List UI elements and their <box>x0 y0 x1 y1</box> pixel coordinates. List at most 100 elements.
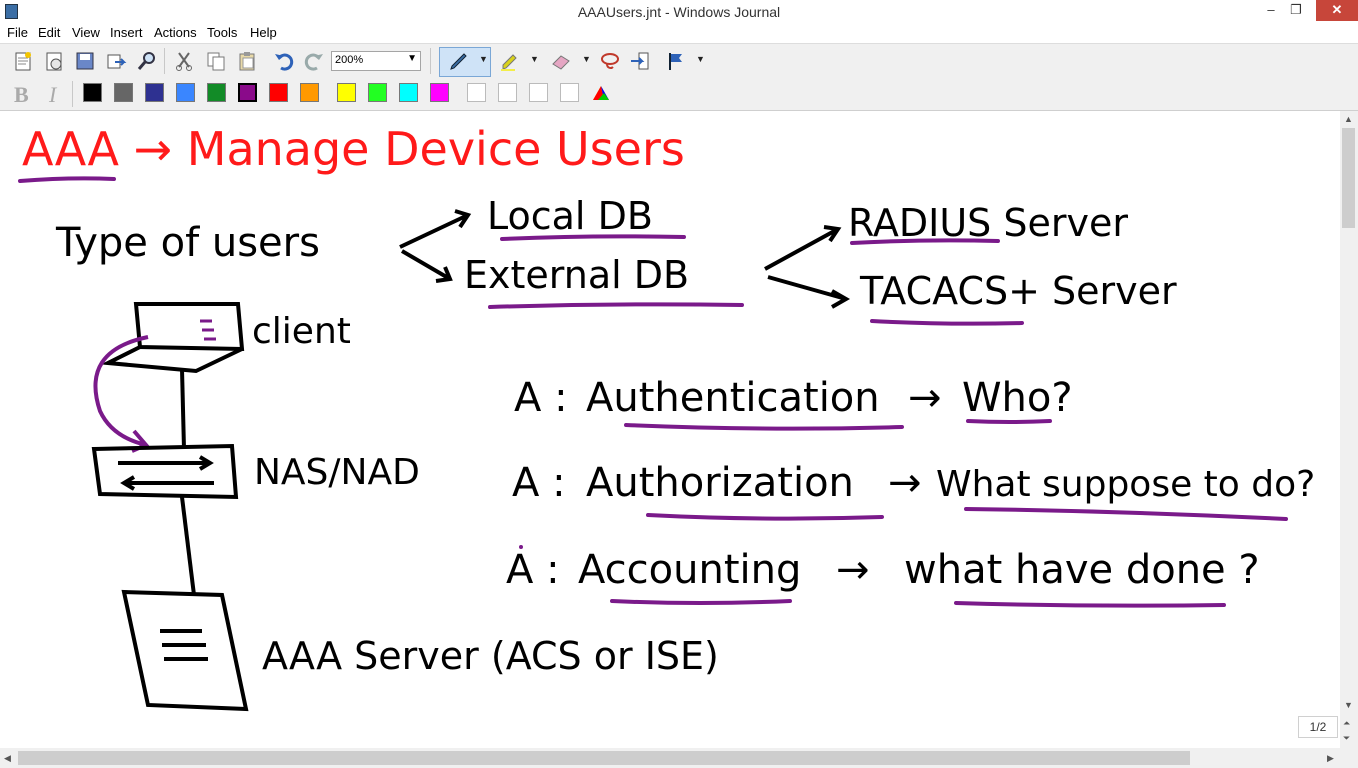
pen-dropdown-icon[interactable]: ▼ <box>479 54 488 64</box>
authorization-letter: A : <box>512 460 566 506</box>
menu-help[interactable]: Help <box>250 25 277 40</box>
accounting-word: Accounting <box>578 547 801 593</box>
color-swatch-gray[interactable] <box>114 83 133 102</box>
color-swatch-blue[interactable] <box>176 83 195 102</box>
menu-file[interactable]: File <box>7 25 28 40</box>
authorization-arrow: → <box>888 460 922 506</box>
external-db-underline <box>488 302 744 309</box>
color-swatch-red[interactable] <box>269 83 288 102</box>
flag-icon[interactable] <box>665 50 687 72</box>
what-suppose-underline <box>964 507 1288 521</box>
journal-app-icon <box>5 4 18 19</box>
custom-swatch-3[interactable] <box>529 83 548 102</box>
note-title: AAA → Manage Device Users <box>22 122 685 176</box>
chevron-down-icon: ▼ <box>407 53 417 64</box>
highlighter-icon[interactable] <box>499 50 521 72</box>
close-button[interactable]: ✕ <box>1316 0 1358 21</box>
menu-edit[interactable]: Edit <box>38 25 61 40</box>
color-swatch-black[interactable] <box>83 83 102 102</box>
vertical-scrollbar[interactable] <box>1340 111 1358 748</box>
local-db-label: Local DB <box>487 194 653 238</box>
accounting-question: what have done ? <box>904 547 1260 593</box>
nas-device-icon <box>91 443 239 500</box>
eraser-icon[interactable] <box>550 50 572 72</box>
scroll-down-icon[interactable]: ▼ <box>1344 700 1353 710</box>
menu-actions[interactable]: Actions <box>154 25 197 40</box>
what-have-done-underline <box>954 601 1226 608</box>
arrow-to-external <box>400 249 453 283</box>
nas-label: NAS/NAD <box>254 452 420 493</box>
radius-underline <box>850 238 1000 245</box>
accounting-underline <box>610 599 792 605</box>
save-icon[interactable] <box>74 50 96 72</box>
italic-button[interactable]: I <box>49 82 57 107</box>
open-icon[interactable] <box>43 50 65 72</box>
scroll-right-icon[interactable]: ▶ <box>1327 753 1334 763</box>
color-picker-icon[interactable] <box>590 82 612 104</box>
next-page-icon[interactable]: ⏷ <box>1343 733 1351 743</box>
custom-swatch-2[interactable] <box>498 83 517 102</box>
authorization-word: Authorization <box>586 460 854 506</box>
color-swatch-magenta[interactable] <box>430 83 449 102</box>
highlighter-dropdown-icon[interactable]: ▼ <box>530 54 539 64</box>
arrow-to-local <box>399 209 472 249</box>
color-swatch-orange[interactable] <box>300 83 319 102</box>
flag-dropdown-icon[interactable]: ▼ <box>696 54 705 64</box>
authentication-underline <box>624 423 904 431</box>
format-toolbar: B I <box>0 77 1358 111</box>
horizontal-scroll-thumb[interactable] <box>18 751 1190 765</box>
external-db-label: External DB <box>464 253 689 297</box>
lasso-icon[interactable] <box>599 50 621 72</box>
color-swatch-yellow[interactable] <box>337 83 356 102</box>
client-laptop-icon <box>100 302 245 374</box>
who-underline <box>966 419 1052 424</box>
color-swatch-cyan[interactable] <box>399 83 418 102</box>
zoom-select[interactable]: 200% ▼ <box>331 51 421 71</box>
cut-icon[interactable] <box>173 50 195 72</box>
minimize-button[interactable]: – <box>1267 2 1275 17</box>
scroll-left-icon[interactable]: ◀ <box>4 753 11 763</box>
menu-tools[interactable]: Tools <box>207 25 238 40</box>
scroll-up-icon[interactable]: ▲ <box>1344 114 1353 124</box>
ink-dot <box>519 545 523 549</box>
custom-swatch-4[interactable] <box>560 83 579 102</box>
pen-tool-button[interactable] <box>439 47 491 77</box>
bold-button[interactable]: B <box>14 82 29 107</box>
arrow-to-tacacs <box>767 275 851 309</box>
window-title: AAAUsers.jnt - Windows Journal <box>577 4 781 20</box>
link-nas-server <box>180 496 196 596</box>
aaa-server-icon <box>121 589 249 712</box>
menu-view[interactable]: View <box>72 25 100 40</box>
color-swatch-lime[interactable] <box>368 83 387 102</box>
new-note-icon[interactable] <box>12 50 34 72</box>
zoom-value: 200% <box>335 54 364 66</box>
type-of-users-label: Type of users <box>55 220 320 266</box>
tacacs-underline <box>870 319 1024 326</box>
copy-icon[interactable] <box>205 50 227 72</box>
eraser-dropdown-icon[interactable]: ▼ <box>582 54 591 64</box>
previous-page-icon[interactable]: ⏶ <box>1343 718 1351 728</box>
find-icon[interactable] <box>136 50 158 72</box>
ink-layer: AAA → Manage Device Users Type of users … <box>18 122 1315 712</box>
send-icon[interactable] <box>105 50 127 72</box>
page-indicator: 1/2 <box>1298 716 1338 738</box>
tacacs-server-label: TACACS+ Server <box>859 269 1177 313</box>
color-swatch-green[interactable] <box>207 83 226 102</box>
menu-insert[interactable]: Insert <box>110 25 143 40</box>
link-client-nas <box>180 368 186 450</box>
pen-icon[interactable] <box>447 50 469 72</box>
color-swatch-navy[interactable] <box>145 83 164 102</box>
accounting-arrow: → <box>836 547 870 593</box>
undo-icon[interactable] <box>273 50 295 72</box>
vertical-scroll-thumb[interactable] <box>1342 128 1355 228</box>
authentication-letter: A : <box>514 375 568 421</box>
color-swatch-purple[interactable] <box>238 83 257 102</box>
custom-swatch-1[interactable] <box>467 83 486 102</box>
restore-button[interactable]: ❐ <box>1290 2 1302 17</box>
redo-icon[interactable] <box>303 50 325 72</box>
paste-icon[interactable] <box>236 50 258 72</box>
note-canvas[interactable]: AAA → Manage Device Users Type of users … <box>0 111 1340 748</box>
insert-space-icon[interactable] <box>629 50 651 72</box>
standard-toolbar: 200% ▼ ▼ ▼ ▼ ▼ <box>0 43 1358 78</box>
title-bar: AAAUsers.jnt - Windows Journal – ❐ ✕ <box>0 0 1358 23</box>
